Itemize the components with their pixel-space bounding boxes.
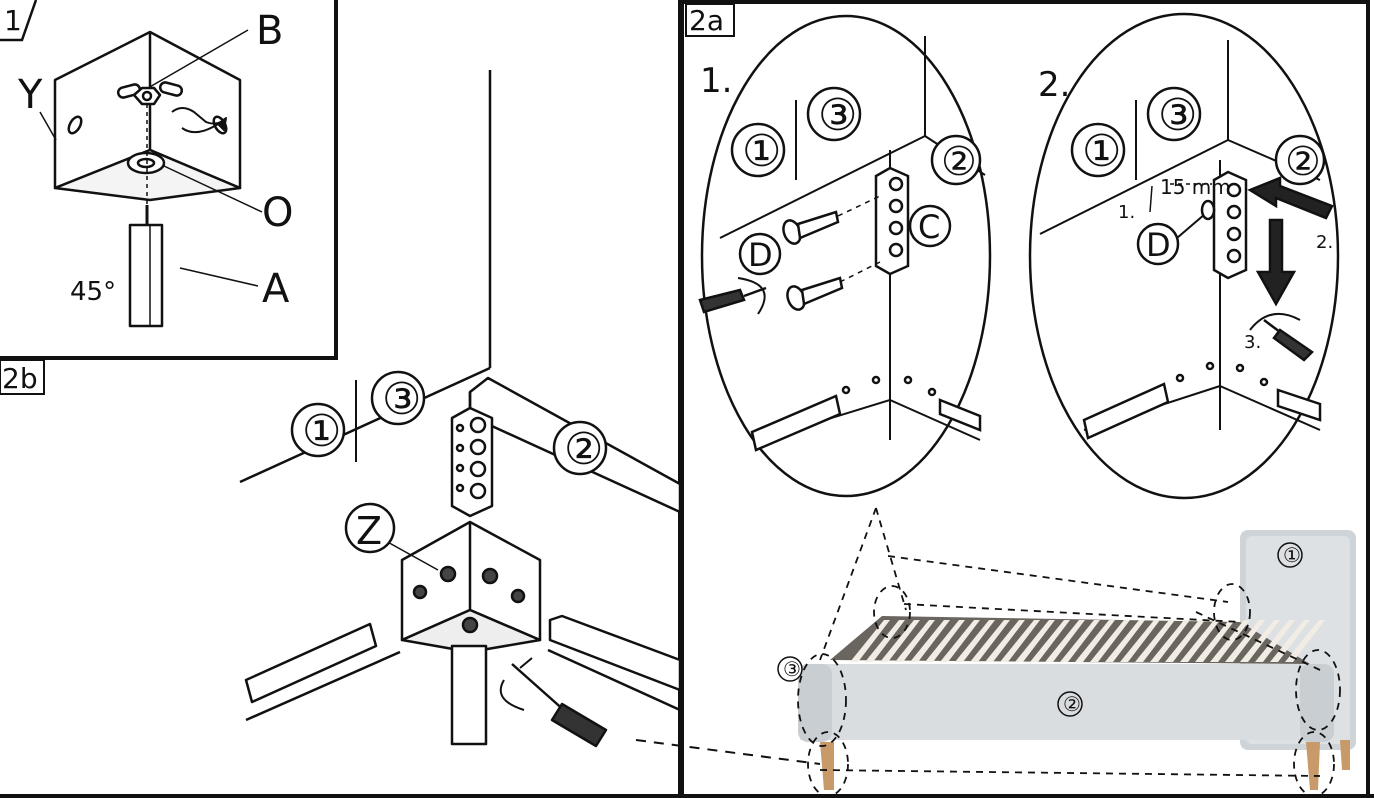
bed-slat xyxy=(1165,620,1205,662)
label-s2-gap: 15 mm xyxy=(1160,175,1231,199)
bed-slat xyxy=(1090,620,1130,662)
washer-o-icon xyxy=(126,151,166,175)
panel-1-labels: B Y O A 45° xyxy=(17,8,293,312)
bed-slat xyxy=(955,620,995,662)
label-y: Y xyxy=(17,72,43,118)
bed-slat xyxy=(1195,620,1235,662)
step-2-labels: 2. ① ③ ② D 15 mm 1. 2. 3. xyxy=(1038,65,1333,353)
panel-2b-tag-text: 2b xyxy=(2,362,38,395)
wrench-rotate-icon xyxy=(171,107,227,134)
metal-plate-icon xyxy=(450,406,494,518)
panel-1-tag-text: 1 xyxy=(4,4,22,37)
label-s2-sub1: 1. xyxy=(1118,202,1135,223)
bed-illustration xyxy=(797,507,1356,797)
label-s1-two: ② xyxy=(941,139,977,185)
bed-slat xyxy=(1150,620,1190,662)
label-s2-two: ② xyxy=(1285,139,1321,185)
plate-c-icon xyxy=(874,166,910,276)
panel-2a-tag: 2a xyxy=(685,3,735,37)
panel-1-frame xyxy=(0,0,338,360)
panel-2b-tag: 2b xyxy=(0,359,45,395)
leg-corner-bracket xyxy=(400,520,542,654)
panel-2b-labels: ① ③ ② Z xyxy=(290,370,608,554)
label-2b-two: ② xyxy=(564,424,603,475)
dashed-outlines xyxy=(797,507,1341,797)
leg-front-right xyxy=(1306,742,1320,790)
screwdriver-step1-icon xyxy=(698,277,767,315)
label-s1-d: D xyxy=(748,236,773,274)
label-b: B xyxy=(256,8,283,54)
bed-slat xyxy=(1135,620,1175,662)
screwdriver-icon xyxy=(499,657,608,748)
step-2-number: 2. xyxy=(1038,65,1070,105)
bed-slat xyxy=(1255,620,1295,662)
nut-b-icon xyxy=(132,86,162,106)
leg-front-left xyxy=(820,742,834,790)
plate-step2-icon xyxy=(1212,170,1248,280)
bed-slat xyxy=(985,620,1025,662)
link-2b-to-bed xyxy=(635,739,821,765)
bed-labels: ① ② ③ xyxy=(777,542,1303,717)
bed-slat xyxy=(1180,620,1220,662)
panel-1-leg-bracket xyxy=(39,29,263,328)
screw-d-bottom-icon xyxy=(786,276,844,311)
label-2b-three: ③ xyxy=(382,374,421,425)
panel-tags: 1 2b 2a xyxy=(0,0,735,395)
step-2-detail xyxy=(1028,12,1340,500)
label-bed-three: ③ xyxy=(783,657,801,681)
bed-slat xyxy=(940,620,980,662)
label-angle: 45° xyxy=(70,277,116,307)
label-s2-sub2: 2. xyxy=(1316,232,1333,253)
bed-slat xyxy=(1210,620,1250,662)
bed-slat xyxy=(1060,620,1100,662)
push-arrow-icon xyxy=(1247,176,1334,220)
slats xyxy=(850,620,1325,662)
panel-1-tag: 1 xyxy=(0,0,38,42)
bed-slat xyxy=(1105,620,1145,662)
label-2b-one: ① xyxy=(302,406,341,457)
screw-d-top-icon xyxy=(782,210,840,245)
bed-slat xyxy=(1000,620,1040,662)
label-a: A xyxy=(262,266,290,312)
label-s1-one: ① xyxy=(742,126,781,177)
label-bed-one: ① xyxy=(1283,543,1301,567)
bed-slat xyxy=(850,620,890,662)
label-s2-three: ③ xyxy=(1158,90,1197,141)
side-rail xyxy=(800,664,1330,740)
leg-back-right xyxy=(1340,740,1350,770)
screwdriver-step2-icon xyxy=(1249,312,1314,362)
label-s1-three: ③ xyxy=(818,90,857,141)
label-bed-two: ② xyxy=(1063,692,1081,716)
label-2b-z: Z xyxy=(356,509,382,553)
leg-a-illustration xyxy=(128,205,164,328)
label-o: O xyxy=(262,190,293,236)
label-s2-one: ① xyxy=(1082,126,1121,177)
bed-slat xyxy=(865,620,905,662)
bed-slat xyxy=(880,620,920,662)
bed-slat xyxy=(925,620,965,662)
label-s1-c: C xyxy=(918,208,940,246)
bed-slat xyxy=(1075,620,1115,662)
panel-2a-tag-text: 2a xyxy=(689,4,724,37)
bed-slat xyxy=(1225,620,1265,662)
step-1-labels: 1. ① ③ ② C D xyxy=(700,61,982,276)
bed-slat xyxy=(1045,620,1085,662)
bed-slat xyxy=(1015,620,1055,662)
label-s2-sub3: 3. xyxy=(1244,332,1261,353)
bed-slat xyxy=(1285,620,1325,662)
label-s2-d: D xyxy=(1146,226,1171,264)
bed-slat xyxy=(1030,620,1070,662)
down-arrow-icon xyxy=(1255,218,1297,307)
bed-slat xyxy=(970,620,1010,662)
bed-slat xyxy=(895,620,935,662)
bed-slat xyxy=(910,620,950,662)
step-1-number: 1. xyxy=(700,61,732,101)
bed-slat xyxy=(1120,620,1160,662)
